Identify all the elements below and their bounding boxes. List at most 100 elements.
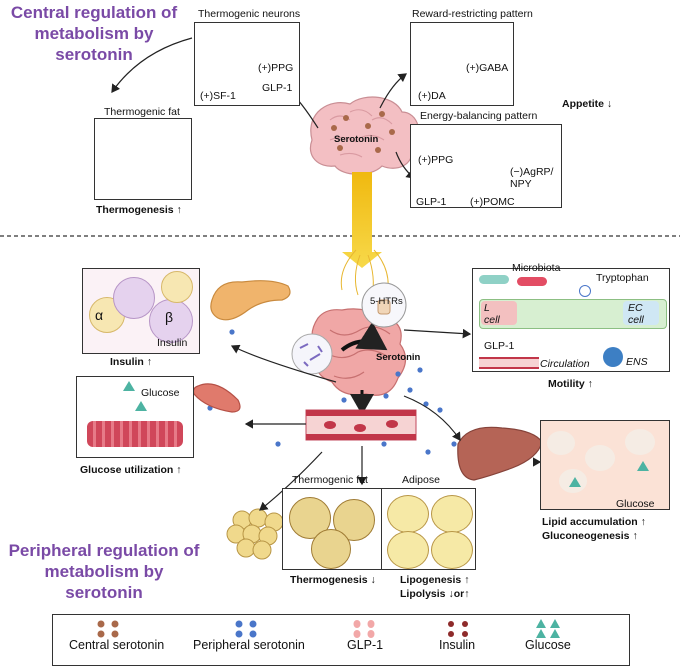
arrow-down-icon: ↓ (370, 574, 376, 586)
glucose-icon (123, 381, 135, 391)
beta-cell-1 (113, 277, 155, 319)
brown-adipocyte (311, 529, 351, 569)
ens-neuron (603, 347, 623, 367)
legend-insulin: Insulin (439, 621, 475, 652)
peripheral-serotonin-label: Serotonin (376, 352, 421, 363)
energy-pattern-box (410, 124, 562, 208)
tryptophan-icon (579, 285, 591, 297)
fat-box-divider (381, 489, 382, 569)
white-adipocyte (431, 531, 473, 569)
spinal-column (342, 172, 382, 268)
circulation-label: Circulation (540, 358, 590, 370)
central-thermogenesis: Thermogenesis ↑ (96, 204, 182, 216)
appetite: Appetite ↓ (562, 98, 613, 110)
gaba-label: (+)GABA (466, 62, 509, 74)
arrow-up-icon: ↑ (640, 516, 646, 528)
glp1-label: GLP-1 (262, 82, 293, 94)
gut-lining-box (472, 268, 670, 372)
lipid-droplet (585, 445, 615, 471)
ens-label: ENS (626, 356, 648, 368)
legend: Central serotonin Peripheral serotonin G… (52, 614, 630, 666)
glucose-icon (569, 477, 581, 487)
central-thermogenic-fat-box (94, 118, 192, 200)
muscle-fiber (87, 421, 183, 447)
lipolysis: Lipolysis ↓or↑ (400, 588, 470, 600)
white-adipocyte (387, 531, 429, 569)
central-serotonin-icon (97, 620, 119, 638)
glucose-utilization: Glucose utilization ↑ (80, 464, 182, 476)
beta-label: β (165, 309, 174, 325)
fat-cluster (226, 508, 284, 560)
hepatocyte-box (540, 420, 670, 510)
lipid-droplet (625, 429, 655, 455)
ec-cell-label: EC cell (628, 302, 644, 326)
pancreas (210, 280, 291, 321)
energy-pattern-label: Energy-balancing pattern (420, 110, 538, 122)
motility: Motility ↑ (548, 378, 593, 390)
arrow-up-icon: ↑ (176, 204, 182, 216)
muscle-glucose-box: Glucose (76, 376, 194, 458)
liver (457, 426, 543, 481)
brain (309, 96, 420, 175)
peripheral-thermogenesis: Thermogenesis ↓ (290, 574, 376, 586)
arrow-up-icon: ↑ (146, 356, 153, 368)
glucose-icon (135, 401, 147, 411)
thermogenic-neurons-label: Thermogenic neurons (198, 8, 301, 20)
da-label: (+)DA (418, 90, 446, 102)
arrow-up-icon: ↑ (464, 588, 470, 600)
glp1-icon (353, 620, 375, 638)
eb-glp1-label: GLP-1 (416, 196, 447, 208)
arrow-up-icon: ↑ (587, 378, 593, 390)
insulin-inner-label: Insulin (157, 337, 188, 349)
alpha-label: α (95, 307, 104, 323)
alpha-cell-2 (161, 271, 193, 303)
microbiota-bubble (291, 333, 333, 375)
legend-glucose: Glucose (525, 619, 571, 652)
microbe-icon (479, 275, 509, 284)
peripheral-serotonin-icon (235, 620, 257, 638)
lipogenesis: Lipogenesis ↑ (400, 574, 470, 586)
sf1-label: (+)SF-1 (200, 90, 236, 102)
eb-ppg-label: (+)PPG (418, 154, 454, 166)
legend-central-serotonin: Central serotonin (69, 620, 164, 652)
microbe-icon (517, 277, 547, 286)
lipid-droplet (547, 431, 575, 455)
central-title: Central regulation of metabolism by sero… (10, 3, 178, 64)
islet-box: α β Insulin (82, 268, 200, 354)
tryptophan-label: Tryptophan (596, 272, 649, 284)
liver-glucose-label: Glucose (616, 498, 655, 510)
arrow-up-icon: ↑ (632, 530, 638, 542)
l-cell (481, 301, 517, 325)
muscle (192, 383, 241, 413)
gut-glp1-label: GLP-1 (484, 340, 515, 352)
arrow-up-icon: ↑ (464, 574, 470, 586)
microbiota-label: Microbiota (512, 262, 561, 274)
brown-adipocyte (289, 497, 331, 539)
white-adipocyte (431, 495, 473, 533)
reward-pattern-box (410, 22, 514, 106)
glucose-inner-label: Glucose (141, 387, 180, 399)
arrow-down-icon: ↓ (448, 588, 454, 600)
glucose-icon (637, 461, 649, 471)
insulin-effect: Insulin ↑ (110, 356, 153, 368)
legend-glp1: GLP-1 (347, 620, 383, 652)
glucose-icon (536, 619, 560, 638)
ppg-label: (+)PPG (258, 62, 294, 74)
gluconeogenesis: Gluconeogenesis ↑ (542, 530, 638, 542)
thermogenic-neurons-box (194, 22, 300, 106)
ec-cell (623, 301, 659, 325)
reward-pattern-label: Reward-restricting pattern (412, 8, 533, 20)
circulation-vessel (479, 357, 539, 369)
arrow-up-icon: ↑ (176, 464, 182, 476)
central-thermogenic-fat-label: Thermogenic fat (104, 106, 180, 118)
agrp-label: (−)AgRP/ NPY (510, 166, 554, 190)
insulin-icon (448, 621, 468, 637)
arrow-down-icon: ↓ (606, 98, 613, 110)
legend-peripheral-serotonin: Peripheral serotonin (193, 620, 305, 652)
peripheral-thermogenic-fat-label: Thermogenic fat (292, 474, 368, 486)
htrs-label: 5-HTRs (370, 296, 403, 307)
adipose-label: Adipose (402, 474, 440, 486)
l-cell-label: L cell (484, 302, 500, 326)
lipid-accumulation: Lipid accumulation ↑ (542, 516, 646, 528)
